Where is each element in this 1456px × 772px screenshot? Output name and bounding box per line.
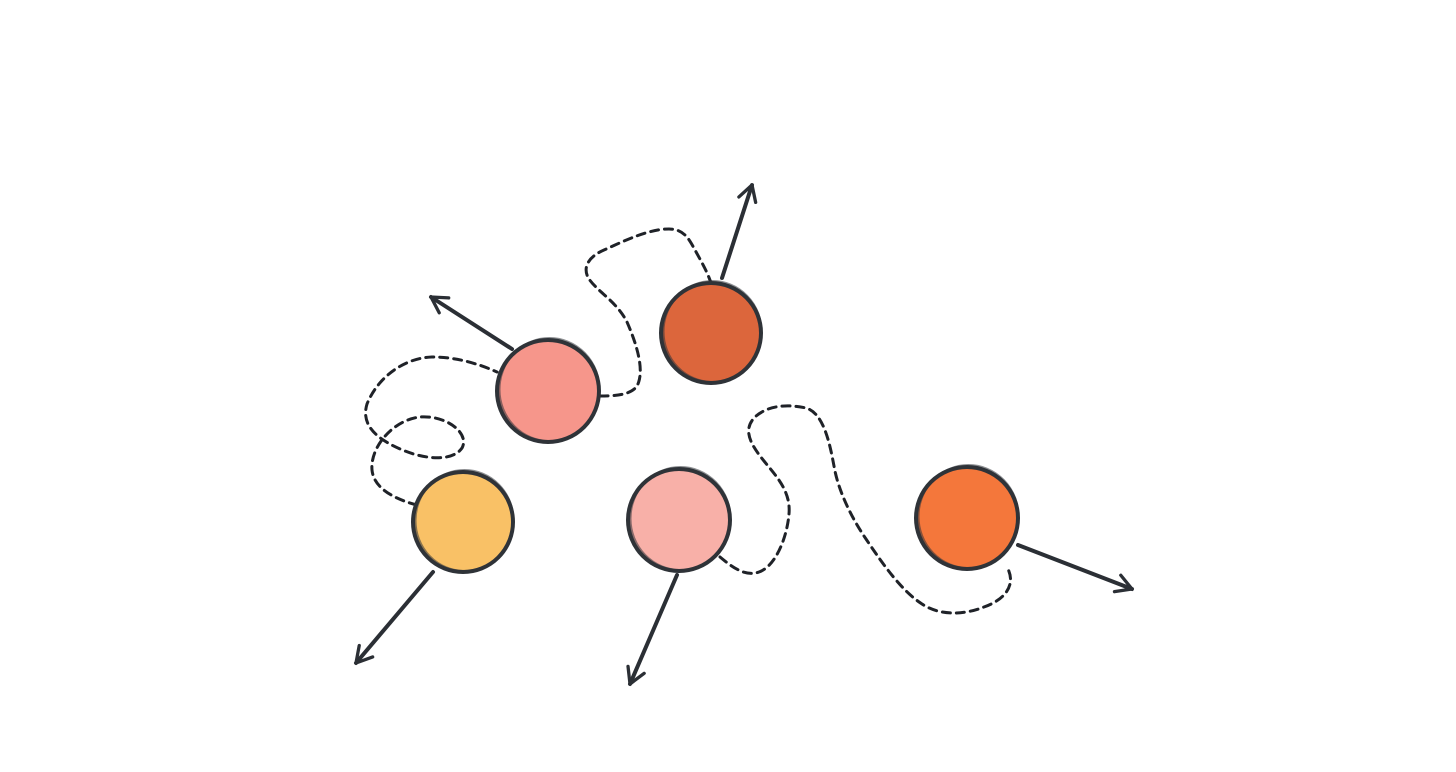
particle-group: [411, 280, 1020, 574]
velocity-arrow-pink-upper: [429, 295, 514, 351]
dark-orange-particle: [659, 280, 763, 385]
velocity-arrow-yellow: [354, 570, 435, 665]
orange-particle-right: [914, 464, 1020, 571]
orange-particle-right-sketch-outline: [917, 464, 1020, 569]
trajectory-path-pink-to-dark-orange: [584, 227, 713, 398]
trajectory-path-yellow-to-pink: [364, 355, 499, 507]
pink-particle-upper: [495, 337, 601, 444]
velocity-arrow-orange-right: [1016, 543, 1134, 594]
velocity-arrow-dark-orange: [720, 183, 758, 280]
light-pink-particle-sketch-outline: [629, 466, 732, 571]
yellow-particle: [411, 469, 515, 574]
light-pink-particle: [626, 466, 732, 573]
velocity-arrow-light-pink: [626, 573, 679, 686]
dark-orange-particle-sketch-outline: [662, 280, 763, 383]
pink-particle-upper-sketch-outline: [498, 337, 601, 442]
yellow-particle-sketch-outline: [414, 469, 515, 572]
trajectory-path-light-pink-to-orange: [718, 404, 1012, 615]
